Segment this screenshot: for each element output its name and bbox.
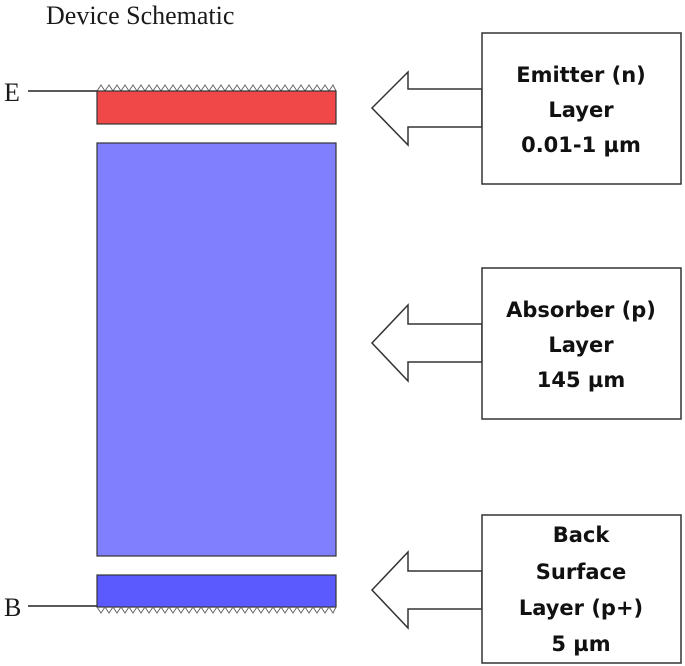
arrow-emitter-icon <box>370 70 483 147</box>
callout-back-surface-line-4: 5 µm <box>551 632 610 656</box>
callout-emitter-line-3: 0.01-1 µm <box>521 133 641 157</box>
terminal-label-e: E <box>4 78 20 107</box>
callout-absorber: Absorber (p) Layer 145 µm <box>370 267 682 420</box>
callout-box-absorber <box>481 267 682 420</box>
arrow-back-surface-icon <box>370 550 483 630</box>
callout-box-emitter <box>481 32 682 185</box>
callout-back-surface: Back Surface Layer (p+) 5 µm <box>370 514 682 664</box>
callout-back-surface-line-1: Back <box>553 523 611 547</box>
callout-emitter-line-2: Layer <box>548 98 614 122</box>
bottom-contact-zigzag <box>96 606 337 614</box>
arrow-absorber-icon <box>370 303 483 383</box>
callout-absorber-line-1: Absorber (p) <box>506 298 656 322</box>
terminal-label-b: B <box>4 593 21 622</box>
callout-emitter: Emitter (n) Layer 0.01-1 µm <box>370 32 682 185</box>
callout-absorber-line-3: 145 µm <box>537 368 625 392</box>
diagram-title: Device Schematic <box>46 1 234 30</box>
callout-box-back-surface <box>481 514 682 664</box>
absorber-layer <box>96 142 337 557</box>
callout-back-surface-line-3: Layer (p+) <box>519 596 643 620</box>
top-contact-zigzag <box>96 84 337 92</box>
callout-absorber-line-2: Layer <box>548 333 614 357</box>
callout-emitter-line-1: Emitter (n) <box>516 63 646 87</box>
emitter-layer <box>96 90 337 125</box>
callout-back-surface-line-2: Surface <box>536 560 626 584</box>
back-surface-layer <box>96 574 337 608</box>
